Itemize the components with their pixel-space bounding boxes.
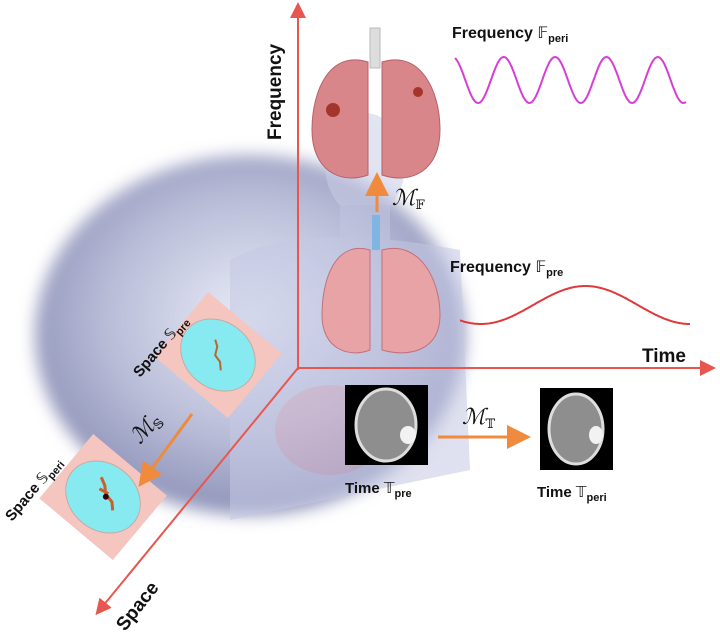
frequency-pre-label: Frequency 𝔽pre: [450, 257, 563, 279]
time-pre-label: Time 𝕋pre: [345, 479, 412, 500]
ct-scan-pre: [345, 385, 428, 465]
lungs-pre-illustration: [321, 215, 441, 354]
space-peri-map: [39, 433, 167, 561]
frequency-mapping-label: ℳ𝔽: [392, 186, 426, 213]
frequency-peri-wave: [454, 55, 687, 105]
time-axis-label: Time: [642, 346, 686, 367]
time-peri-label: Time 𝕋peri: [537, 483, 607, 504]
frequency-axis-label: Frequency: [265, 43, 286, 140]
frequency-pre-wave: [459, 285, 690, 325]
ct-scan-peri: [540, 388, 613, 470]
space-axis: [95, 367, 299, 616]
frequency-peri-label: Frequency 𝔽peri: [452, 23, 568, 45]
lungs-peri-illustration: [311, 27, 441, 179]
space-pre-map: [154, 291, 282, 419]
space-mapping-arrow: [138, 413, 194, 487]
time-mapping-label: ℳ𝕋: [462, 405, 496, 432]
